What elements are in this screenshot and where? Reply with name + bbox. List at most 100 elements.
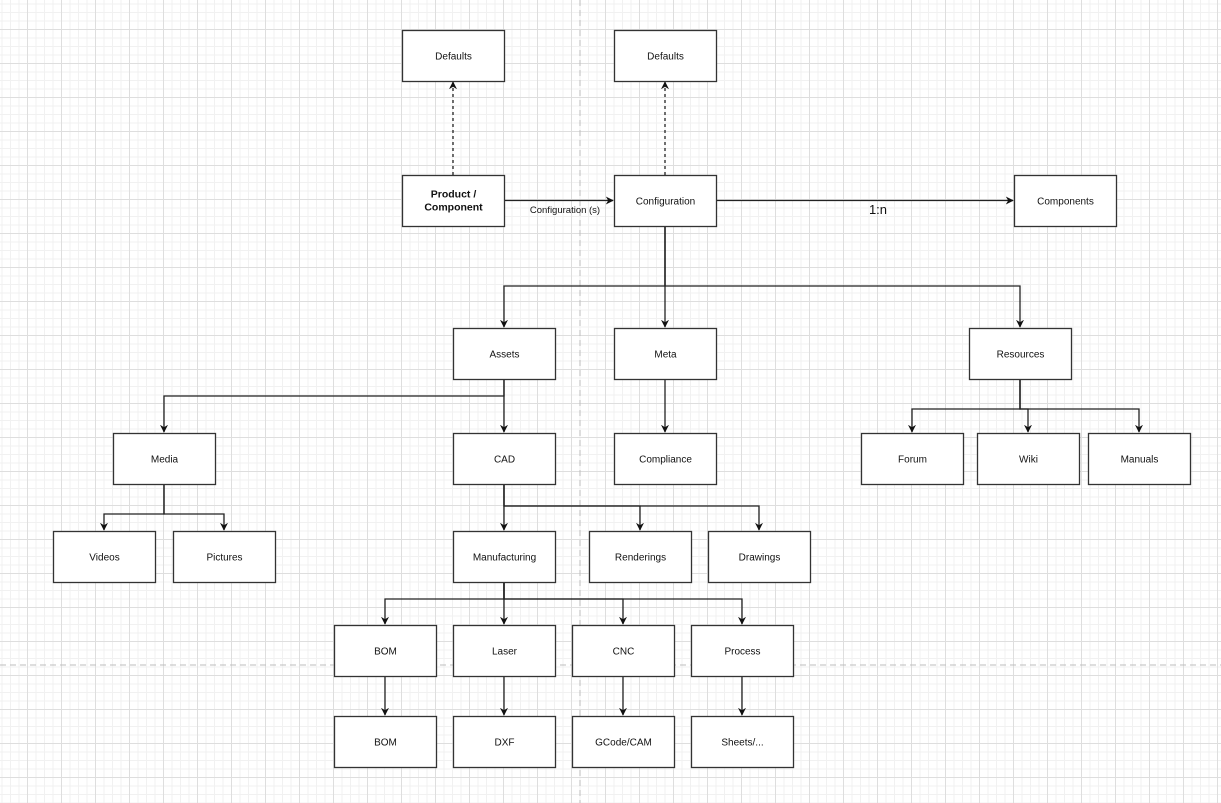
node-label: Forum bbox=[898, 455, 927, 466]
node-resources[interactable]: Resources bbox=[968, 327, 1073, 381]
node-assets[interactable]: Assets bbox=[452, 327, 557, 381]
node-label: BOM bbox=[374, 647, 397, 658]
node-box[interactable] bbox=[588, 530, 693, 584]
node-label: Defaults bbox=[435, 52, 472, 63]
node-laser[interactable]: Laser bbox=[452, 624, 557, 678]
node-components[interactable]: Components bbox=[1013, 174, 1118, 228]
node-label: Resources bbox=[997, 350, 1045, 361]
node-label: GCode/CAM bbox=[595, 738, 652, 749]
edge-manufacturing-to-process[interactable] bbox=[503, 582, 746, 625]
node-label: BOM bbox=[374, 738, 397, 749]
edge-media-to-pictures[interactable] bbox=[163, 484, 228, 531]
node-box[interactable] bbox=[452, 530, 557, 584]
node-compliance[interactable]: Compliance bbox=[613, 432, 718, 486]
node-box[interactable] bbox=[860, 432, 965, 486]
node-manuals[interactable]: Manuals bbox=[1087, 432, 1192, 486]
node-bom2[interactable]: BOM bbox=[333, 715, 438, 769]
node-box[interactable] bbox=[401, 174, 506, 228]
node-box[interactable] bbox=[571, 715, 676, 769]
node-defaults1[interactable]: Defaults bbox=[401, 29, 506, 83]
node-label: CAD bbox=[494, 455, 515, 466]
edge-configuration-to-assets[interactable] bbox=[500, 226, 666, 328]
edge-cad-to-renderings[interactable] bbox=[503, 484, 644, 531]
node-dxf[interactable]: DXF bbox=[452, 715, 557, 769]
edge-assets-to-media[interactable] bbox=[160, 379, 505, 433]
node-cad[interactable]: CAD bbox=[452, 432, 557, 486]
node-label: Compliance bbox=[639, 455, 692, 466]
node-label: Drawings bbox=[739, 553, 781, 564]
node-box[interactable] bbox=[690, 624, 795, 678]
node-product[interactable]: Product /Component bbox=[401, 174, 506, 228]
edge-configuration-to-resources[interactable] bbox=[664, 226, 1024, 328]
node-label: Videos bbox=[89, 553, 119, 564]
node-configuration[interactable]: Configuration bbox=[613, 174, 718, 228]
node-box[interactable] bbox=[1087, 432, 1192, 486]
node-box[interactable] bbox=[571, 624, 676, 678]
node-box[interactable] bbox=[112, 432, 217, 486]
node-label: Wiki bbox=[1019, 455, 1038, 466]
node-box[interactable] bbox=[452, 715, 557, 769]
node-videos[interactable]: Videos bbox=[52, 530, 157, 584]
edges-layer bbox=[100, 81, 1143, 716]
node-pictures[interactable]: Pictures bbox=[172, 530, 277, 584]
node-box[interactable] bbox=[613, 174, 718, 228]
node-box[interactable] bbox=[333, 624, 438, 678]
node-label: Media bbox=[151, 455, 179, 466]
node-process[interactable]: Process bbox=[690, 624, 795, 678]
edge-manufacturing-to-bom1[interactable] bbox=[381, 582, 505, 625]
node-meta[interactable]: Meta bbox=[613, 327, 718, 381]
node-box[interactable] bbox=[707, 530, 812, 584]
node-box[interactable] bbox=[1013, 174, 1118, 228]
node-media[interactable]: Media bbox=[112, 432, 217, 486]
node-label: Product / bbox=[431, 189, 477, 201]
node-box[interactable] bbox=[613, 432, 718, 486]
node-box[interactable] bbox=[613, 29, 718, 83]
node-box[interactable] bbox=[968, 327, 1073, 381]
node-box[interactable] bbox=[401, 29, 506, 83]
edge-resources-to-manuals[interactable] bbox=[1019, 379, 1143, 433]
edge-resources-to-forum[interactable] bbox=[908, 379, 1021, 433]
node-label: Pictures bbox=[206, 553, 242, 564]
node-box[interactable] bbox=[452, 327, 557, 381]
node-renderings[interactable]: Renderings bbox=[588, 530, 693, 584]
node-label: CNC bbox=[613, 647, 635, 658]
node-box[interactable] bbox=[333, 715, 438, 769]
node-sheets[interactable]: Sheets/... bbox=[690, 715, 795, 769]
edge-manufacturing-to-cnc[interactable] bbox=[503, 582, 627, 625]
node-label: Assets bbox=[489, 350, 519, 361]
edge-media-to-videos[interactable] bbox=[100, 484, 165, 531]
node-forum[interactable]: Forum bbox=[860, 432, 965, 486]
node-label: Laser bbox=[492, 647, 518, 658]
node-box[interactable] bbox=[452, 432, 557, 486]
node-label: Component bbox=[424, 202, 483, 214]
node-cnc[interactable]: CNC bbox=[571, 624, 676, 678]
node-label: Meta bbox=[654, 350, 677, 361]
node-drawings[interactable]: Drawings bbox=[707, 530, 812, 584]
node-gcode[interactable]: GCode/CAM bbox=[571, 715, 676, 769]
node-label: Manuals bbox=[1121, 455, 1159, 466]
edge-labels-layer: Configuration (s) 1:n bbox=[530, 202, 887, 217]
edge-label-product-to-configuration: Configuration (s) bbox=[530, 205, 600, 216]
edge-cad-to-drawings[interactable] bbox=[503, 484, 763, 531]
node-defaults2[interactable]: Defaults bbox=[613, 29, 718, 83]
edge-resources-to-wiki[interactable] bbox=[1019, 379, 1032, 433]
node-bom1[interactable]: BOM bbox=[333, 624, 438, 678]
node-label: DXF bbox=[495, 738, 515, 749]
node-box[interactable] bbox=[976, 432, 1081, 486]
node-label: Process bbox=[724, 647, 760, 658]
node-box[interactable] bbox=[52, 530, 157, 584]
edge-label-configuration-to-components: 1:n bbox=[869, 202, 887, 217]
node-box[interactable] bbox=[452, 624, 557, 678]
node-label: Renderings bbox=[615, 553, 666, 564]
node-label: Manufacturing bbox=[473, 553, 536, 564]
node-box[interactable] bbox=[690, 715, 795, 769]
node-label: Components bbox=[1037, 197, 1094, 208]
node-wiki[interactable]: Wiki bbox=[976, 432, 1081, 486]
node-label: Defaults bbox=[647, 52, 684, 63]
node-box[interactable] bbox=[613, 327, 718, 381]
node-manufacturing[interactable]: Manufacturing bbox=[452, 530, 557, 584]
node-box[interactable] bbox=[172, 530, 277, 584]
node-label: Configuration bbox=[636, 197, 695, 208]
